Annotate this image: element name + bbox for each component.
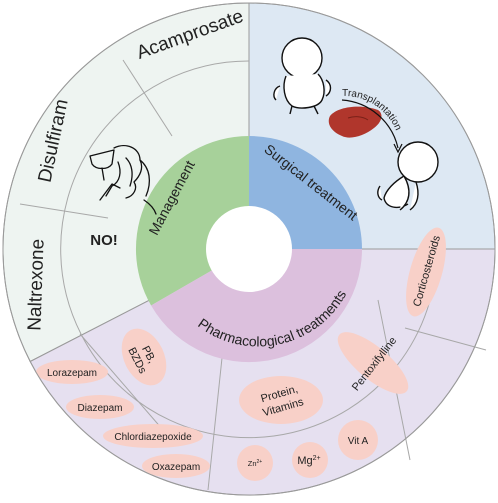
- mg-symbol: Mg: [297, 455, 312, 467]
- chlordiazepoxide-label: Chlordiazepoxide: [114, 432, 192, 443]
- mg-label: Mg2+: [297, 455, 320, 467]
- diazepam-label: Diazepam: [77, 403, 122, 414]
- zn-symbol: Zn: [248, 459, 257, 468]
- center-hole: [206, 206, 292, 292]
- oxazepam-pill: [142, 454, 210, 478]
- zn-charge: 2+: [257, 459, 263, 465]
- chlordiazepoxide-pill: [103, 424, 203, 448]
- divider-acamprosate-disulfiram: [122, 59, 173, 137]
- management-mid-arc: [60, 60, 250, 335]
- outer-boundary: [2, 2, 496, 496]
- mg-charge: 2+: [313, 455, 321, 462]
- person-figure-top: [273, 37, 332, 115]
- pb-bzds-pill: [121, 328, 167, 386]
- zn-pill: [237, 445, 273, 481]
- corticosteroids-pill: [406, 227, 446, 317]
- lorazepam-pill: [36, 360, 108, 384]
- vit-a-label: Vit A: [348, 436, 369, 447]
- person-figure-bottom: [377, 141, 439, 211]
- liver-icon: [328, 106, 382, 138]
- inner-wedges: [135, 136, 362, 363]
- lorazepam-label: Lorazepam: [47, 368, 97, 379]
- pharma-mid-arc: [80, 248, 438, 439]
- mg-pill: [292, 442, 328, 478]
- naltrexone-label: Naltrexone: [24, 239, 48, 332]
- inner-wedge-pharmacological: [151, 249, 362, 363]
- pentoxifylline-pill: [337, 332, 409, 394]
- no-label: NO!: [90, 232, 118, 249]
- zn-label: Zn2+: [248, 459, 263, 468]
- transplantation-arrow: [341, 99, 399, 149]
- refusing-drink-illustration: [89, 145, 157, 215]
- transplantation-arrowhead-icon: [393, 143, 403, 154]
- divider-pharma-3: [207, 357, 223, 491]
- diazepam-pill: [66, 395, 134, 419]
- divider-pharma-1: [404, 327, 487, 351]
- divider-disulfiram-naltrexone: [19, 203, 109, 219]
- vit-a-pill: [338, 420, 378, 460]
- oxazepam-label: Oxazepam: [152, 462, 200, 473]
- pill-shapes: [36, 227, 446, 481]
- protein-vitamins-pill: [239, 376, 323, 424]
